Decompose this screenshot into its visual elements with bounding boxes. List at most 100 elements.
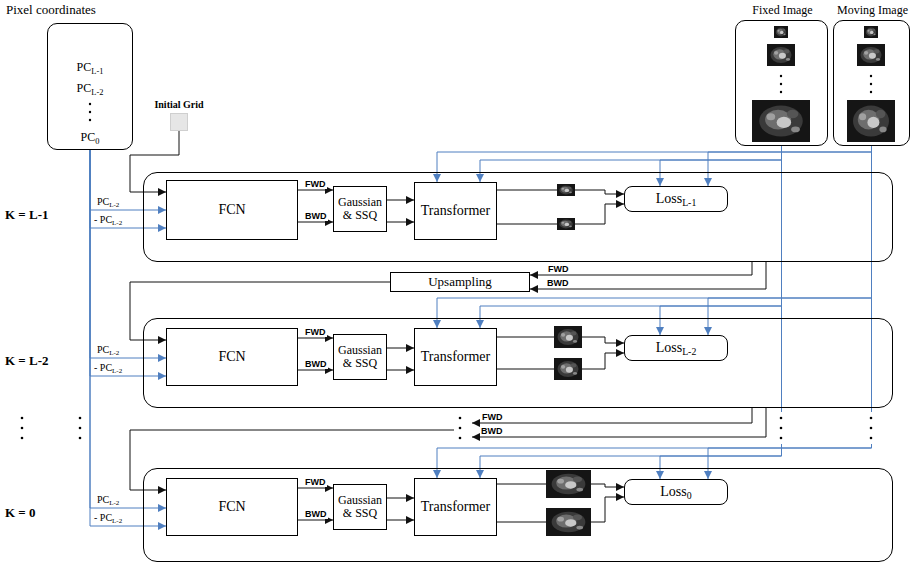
- node-text: Initial Grid: [144, 99, 214, 111]
- connector: [530, 262, 752, 275]
- node-text: Pixel coordinates: [6, 3, 96, 18]
- connector: [387, 200, 414, 201]
- edge-label: FWD: [304, 477, 327, 487]
- node-text: Gaussian & SSQ: [338, 344, 382, 370]
- line-gap: [865, 412, 878, 444]
- connector: [90, 150, 166, 358]
- image-pyramid-box: Fixed Image: [735, 20, 828, 146]
- edge-label: BWD: [304, 211, 328, 221]
- ellipsis-dots: [79, 417, 873, 440]
- edge-label: FWD: [304, 179, 327, 189]
- image-pyramid-box: Moving Image: [833, 20, 910, 146]
- gaussian-ssq-box: Gaussian & SSQ: [333, 334, 387, 380]
- level-stage-box: K = L-1FCNGaussian & SSQTransformerLossL…: [143, 172, 893, 262]
- node-text: Moving Image: [829, 4, 916, 18]
- edge-label: PCL-2: [96, 494, 120, 506]
- pyramid-image: [767, 44, 795, 66]
- edge-label: - PCL-2: [93, 512, 123, 524]
- warped-image: [546, 470, 591, 498]
- connector: [708, 146, 872, 335]
- flow-label: FWD: [481, 412, 504, 422]
- edge-label: FWD: [547, 264, 570, 274]
- transformer-box: Transformer: [414, 328, 497, 386]
- level-stage-box: K = 0FCNGaussian & SSQTransformerLoss0: [143, 468, 893, 562]
- node-text: K = L-1: [5, 208, 49, 223]
- connector: [387, 520, 414, 521]
- connector: [298, 338, 333, 339]
- pyramid-image: [774, 26, 788, 38]
- ellipsis-dots: [21, 75, 873, 440]
- node-text: Upsampling: [428, 275, 492, 290]
- initial-grid: Initial Grid: [170, 113, 188, 131]
- edge-label: - PCL-2: [93, 214, 123, 226]
- node-text: K = L-2: [5, 354, 49, 369]
- warped-image: [546, 508, 591, 536]
- pyramid-image: [857, 44, 885, 66]
- node-text: Gaussian & SSQ: [338, 494, 382, 520]
- edge-label: - PCL-2: [93, 362, 123, 374]
- pyramid-image: [847, 100, 895, 142]
- node-text: Gaussian & SSQ: [338, 196, 382, 222]
- connector: [708, 146, 872, 186]
- node-text: LossL-2: [656, 340, 697, 356]
- connector: [387, 370, 414, 371]
- node-text: PC0: [48, 131, 132, 145]
- edge-label: BWD: [546, 278, 570, 288]
- connector: [437, 146, 872, 328]
- flow-line: [472, 408, 752, 423]
- node-text: PCL-2: [48, 82, 132, 96]
- connector: [530, 262, 766, 289]
- upsampling-box: Upsampling: [390, 272, 530, 292]
- connector: [298, 190, 333, 191]
- edge-label: PCL-2: [96, 196, 120, 208]
- connector: [90, 150, 166, 210]
- pyramid-image: [864, 26, 878, 38]
- connector: [90, 150, 166, 508]
- connector: [708, 146, 872, 479]
- edge-label: PCL-2: [96, 344, 120, 356]
- connector: [90, 150, 166, 228]
- pyramid-image: [752, 100, 810, 142]
- edge-label: BWD: [304, 359, 328, 369]
- connector: [387, 222, 414, 223]
- connector: [298, 488, 333, 489]
- level-stage-box: K = L-2FCNGaussian & SSQTransformerLossL…: [143, 318, 893, 408]
- node-text: PCL-1: [48, 61, 132, 75]
- connector: [298, 370, 333, 371]
- connector: [480, 146, 782, 328]
- loss-box: LossL-2: [624, 335, 728, 361]
- connector: [437, 146, 872, 478]
- flow-label: BWD: [480, 426, 504, 436]
- edge-label: BWD: [304, 509, 328, 519]
- connector: [387, 498, 414, 499]
- gaussian-ssq-box: Gaussian & SSQ: [333, 186, 387, 232]
- warped-image: [554, 326, 582, 348]
- connector: [387, 348, 414, 349]
- warped-image: [557, 218, 575, 230]
- line-gap: [775, 412, 788, 444]
- connector: [90, 150, 166, 526]
- connector: [90, 150, 166, 376]
- gaussian-ssq-box: Gaussian & SSQ: [333, 484, 387, 530]
- connector: [437, 146, 872, 182]
- fcn-box: FCN: [166, 328, 298, 386]
- node-text: Transformer: [421, 349, 490, 365]
- node-text: Fixed Image: [726, 4, 839, 18]
- warped-image: [557, 184, 575, 196]
- connector: [298, 222, 333, 223]
- edge-label: FWD: [304, 327, 327, 337]
- node-text: LossL-1: [656, 191, 697, 207]
- node-text: FCN: [218, 499, 245, 515]
- line-gap: [74, 412, 86, 444]
- fcn-box: FCN: [166, 180, 298, 240]
- node-text: Loss0: [660, 484, 691, 500]
- node-text: Transformer: [421, 203, 490, 219]
- node-text: K = 0: [5, 506, 36, 521]
- connector: [660, 146, 782, 335]
- node-text: Transformer: [421, 499, 490, 515]
- fcn-box: FCN: [166, 478, 298, 536]
- connector: [480, 146, 782, 182]
- transformer-box: Transformer: [414, 182, 497, 240]
- loss-box: Loss0: [624, 479, 728, 505]
- loss-box: LossL-1: [624, 186, 728, 212]
